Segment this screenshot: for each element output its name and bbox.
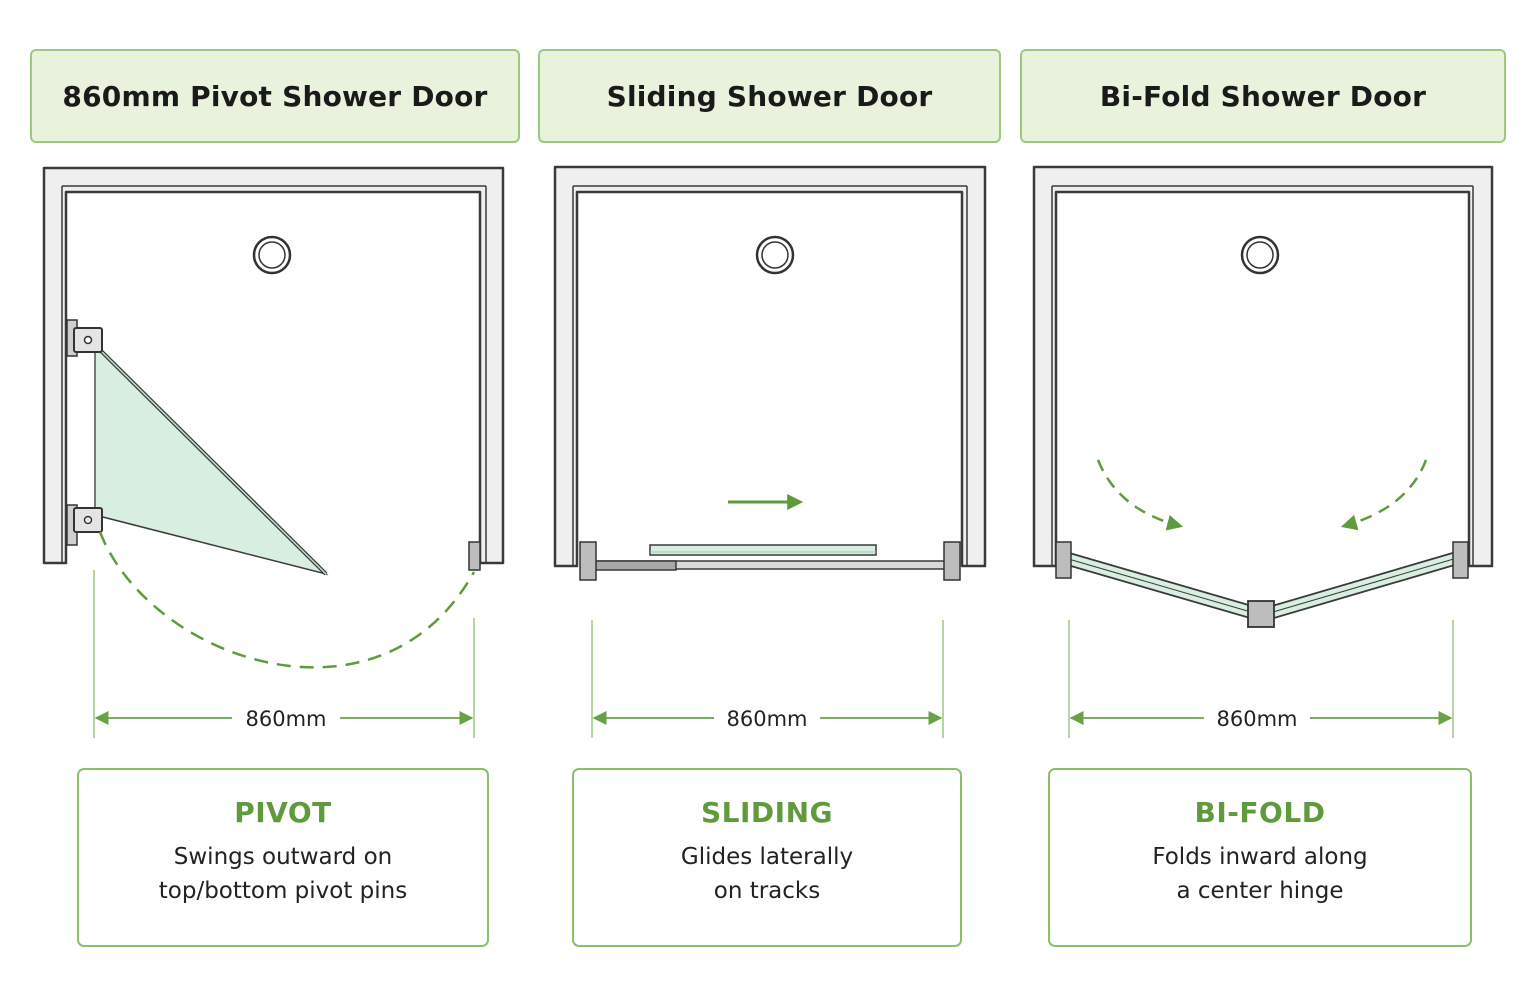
card-pivot-line2: top/bottom pivot pins	[158, 878, 408, 904]
card-pivot: PIVOT Swings outward on top/bottom pivot…	[77, 768, 489, 947]
pivot-swing-arc	[98, 531, 476, 669]
pivot-pin-bottom-icon	[66, 504, 103, 546]
drain-icon	[252, 235, 292, 275]
card-pivot-title: PIVOT	[234, 796, 332, 829]
sliding-left-jamb	[579, 541, 597, 581]
pivot-pin-top-icon	[66, 319, 103, 357]
drain-icon	[755, 235, 795, 275]
header-sliding: Sliding Shower Door	[538, 49, 1001, 143]
bifold-fold-arrow-left	[1096, 459, 1184, 531]
card-pivot-description: Swings outward on top/bottom pivot pins	[79, 840, 487, 908]
bifold-right-jamb	[1452, 541, 1469, 579]
card-bifold-line2: a center hinge	[1176, 878, 1344, 904]
bifold-left-jamb	[1055, 541, 1072, 579]
header-bifold: Bi-Fold Shower Door	[1020, 49, 1506, 143]
card-bifold-line1: Folds inward along	[1152, 844, 1368, 870]
card-sliding: SLIDING Glides laterally on tracks	[572, 768, 962, 947]
sliding-right-jamb	[943, 541, 961, 581]
card-sliding-title: SLIDING	[700, 796, 833, 829]
sliding-fixed-panel	[593, 560, 677, 571]
sliding-enclosure-frame	[553, 165, 987, 568]
card-bifold-title: BI-FOLD	[1194, 796, 1326, 829]
card-bifold: BI-FOLD Folds inward along a center hing…	[1048, 768, 1472, 947]
pivot-diagram: 860mm	[42, 166, 505, 738]
pivot-door-stop	[468, 541, 481, 571]
bifold-width-label: 860mm	[1217, 707, 1298, 731]
bifold-fold-arrow-right	[1340, 459, 1428, 531]
sliding-diagram: 860mm	[553, 165, 987, 738]
card-pivot-line1: Swings outward on	[173, 844, 393, 870]
pivot-width-label: 860mm	[246, 707, 327, 731]
sliding-width-label: 860mm	[727, 707, 808, 731]
sliding-door-glass	[649, 544, 877, 556]
header-pivot: 860mm Pivot Shower Door	[30, 49, 520, 143]
card-sliding-line1: Glides laterally	[680, 844, 854, 870]
drain-icon	[1240, 235, 1280, 275]
bifold-enclosure-frame	[1032, 165, 1494, 568]
bifold-diagram: 860mm	[1032, 165, 1494, 738]
card-sliding-line2: on tracks	[713, 878, 821, 904]
bifold-center-hinge-icon	[1247, 600, 1275, 628]
card-bifold-description: Folds inward along a center hinge	[1050, 840, 1470, 908]
card-sliding-description: Glides laterally on tracks	[574, 840, 960, 908]
